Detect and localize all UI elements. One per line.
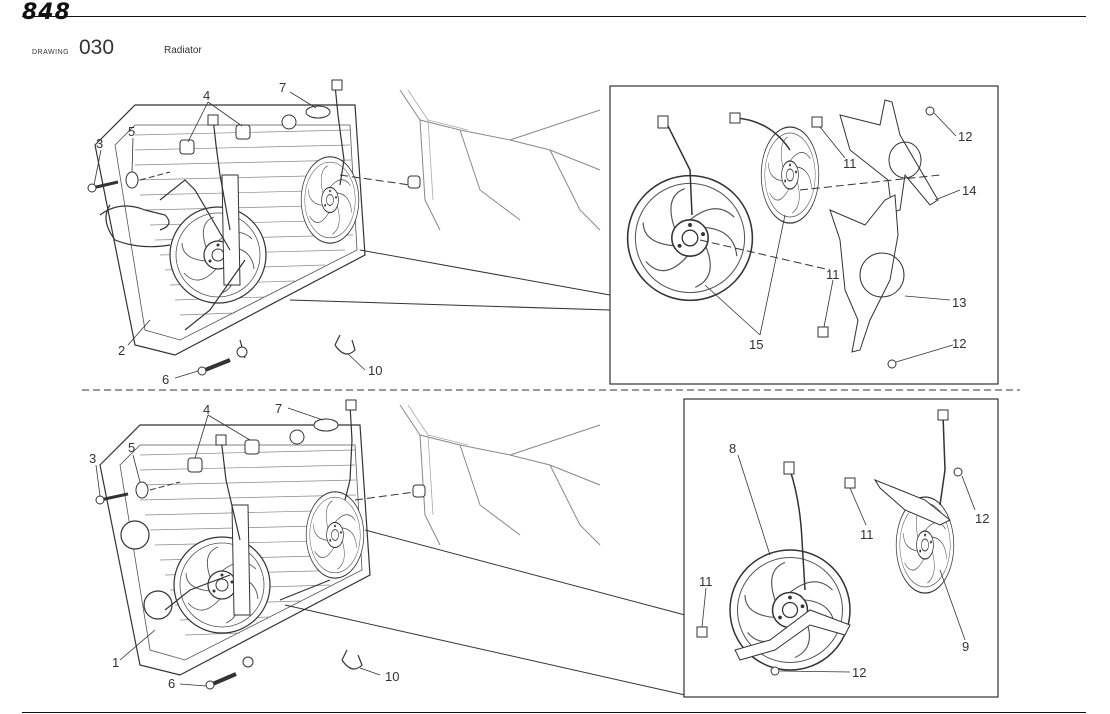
- drawing-title: Radiator: [164, 45, 202, 56]
- callouts-bottom-view: [95, 407, 381, 687]
- top-radiator-assembly: [87, 79, 611, 376]
- callout-11-bottom-detail-a: 11: [699, 574, 713, 589]
- frame-outline-top: [399, 89, 601, 231]
- callout-10-bottom: 10: [385, 669, 399, 684]
- top-detail-box: [609, 85, 999, 385]
- bottom-detail-box: [683, 398, 999, 698]
- frame-outline-bottom: [399, 404, 601, 546]
- callout-10-top: 10: [368, 363, 382, 378]
- callout-2-top: 2: [118, 343, 125, 358]
- callout-6-top: 6: [162, 372, 169, 387]
- model-logo: 848: [22, 0, 71, 25]
- callout-14-top-detail: 14: [962, 183, 976, 198]
- callout-3-top: 3: [96, 136, 103, 151]
- header-rule: [22, 16, 1086, 17]
- callout-9-bottom-detail: 9: [962, 639, 969, 654]
- callout-7-top: 7: [279, 80, 286, 95]
- callouts-top-view: [93, 91, 366, 379]
- left-fan-top: [169, 206, 267, 304]
- callout-12-top-detail-b: 12: [952, 336, 966, 351]
- callout-4-bottom: 4: [203, 402, 210, 417]
- callout-5-top: 5: [128, 124, 135, 139]
- callout-12-bottom-detail-a: 12: [852, 665, 866, 680]
- callouts-bottom-detail: [701, 454, 976, 673]
- callout-11-top-detail-b: 11: [826, 267, 840, 282]
- drawing-number: 030: [79, 36, 115, 59]
- left-fan-bottom: [173, 536, 271, 634]
- footer-rule: [22, 712, 1086, 713]
- callouts-top-detail: [704, 112, 961, 363]
- drawing-label: DRAWING: [32, 49, 70, 56]
- hose-top: [99, 205, 170, 231]
- callout-11-top-detail-a: 11: [843, 156, 857, 171]
- callout-12-top-detail-a: 12: [958, 129, 972, 144]
- callout-13-top-detail: 13: [952, 295, 966, 310]
- callout-11-bottom-detail-b: 11: [860, 527, 874, 542]
- callout-7-bottom: 7: [275, 401, 282, 416]
- callout-12-bottom-detail-b: 12: [975, 511, 989, 526]
- callout-15-top-detail: 15: [749, 337, 763, 352]
- callout-3-bottom: 3: [89, 451, 96, 466]
- bottom-radiator-assembly: [95, 399, 686, 696]
- callout-6-bottom: 6: [168, 676, 175, 691]
- callout-1-bottom: 1: [112, 655, 119, 670]
- callout-8-bottom-detail: 8: [729, 441, 736, 456]
- callout-4-top: 4: [203, 88, 210, 103]
- callout-5-bottom: 5: [128, 440, 135, 455]
- right-fan-top: [300, 156, 360, 244]
